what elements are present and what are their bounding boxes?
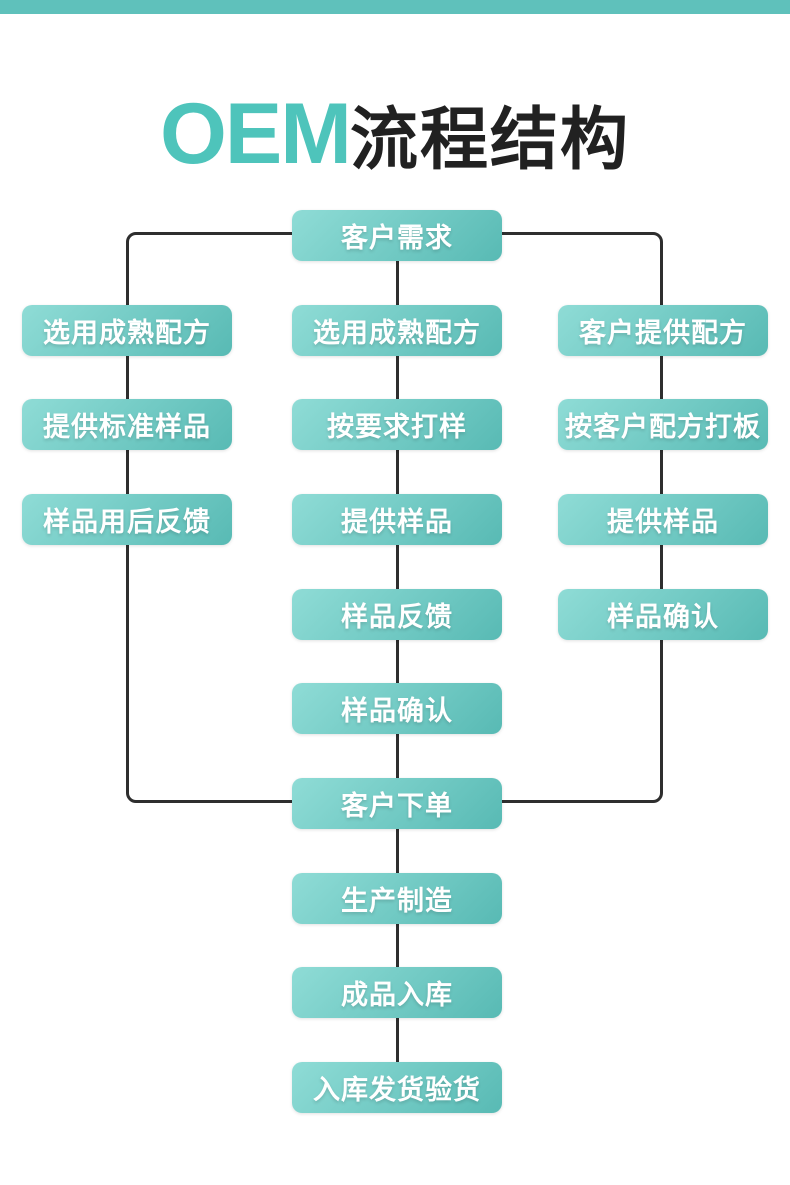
title-rest: 流程结构 bbox=[349, 102, 630, 178]
flow-node-outbound-inspection: 入库发货验货 bbox=[292, 1062, 502, 1113]
flow-node-sample-per-customer-formula: 按客户配方打板 bbox=[558, 399, 768, 450]
flow-node-sample-feedback: 样品反馈 bbox=[292, 589, 502, 640]
title-highlight: OEM bbox=[160, 86, 352, 182]
flow-node-provide-standard-sample: 提供标准样品 bbox=[22, 399, 232, 450]
flow-node-customer-demand: 客户需求 bbox=[292, 210, 502, 261]
flow-node-sample-confirm-mid: 样品确认 bbox=[292, 683, 502, 734]
flow-node-provide-sample-mid: 提供样品 bbox=[292, 494, 502, 545]
flow-node-finished-goods-in: 成品入库 bbox=[292, 967, 502, 1018]
flow-node-choose-mature-formula-mid: 选用成熟配方 bbox=[292, 305, 502, 356]
flow-node-production: 生产制造 bbox=[292, 873, 502, 924]
flow-node-post-use-feedback: 样品用后反馈 bbox=[22, 494, 232, 545]
flow-node-sample-on-request: 按要求打样 bbox=[292, 399, 502, 450]
flow-node-sample-confirm-right: 样品确认 bbox=[558, 589, 768, 640]
flow-node-customer-provides-formula: 客户提供配方 bbox=[558, 305, 768, 356]
flow-node-choose-mature-formula-left: 选用成熟配方 bbox=[22, 305, 232, 356]
flow-node-customer-order: 客户下单 bbox=[292, 778, 502, 829]
connector-center-line bbox=[395, 235, 399, 1085]
flow-node-provide-sample-right: 提供样品 bbox=[558, 494, 768, 545]
top-accent-bar bbox=[0, 0, 790, 14]
